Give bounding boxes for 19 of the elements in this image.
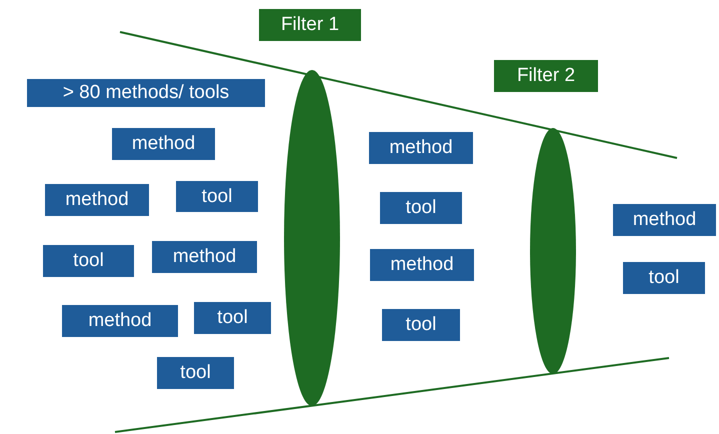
item-label: > 80 methods/ tools — [27, 79, 265, 107]
item-label: tool — [623, 262, 705, 294]
item-label: tool — [157, 357, 234, 389]
item-label: method — [370, 249, 474, 281]
item-label: tool — [194, 302, 271, 334]
item-label: method — [45, 184, 149, 216]
filter-label: Filter 1 — [259, 9, 361, 41]
item-label: method — [152, 241, 257, 273]
item-label: tool — [380, 192, 462, 224]
item-label: method — [613, 204, 716, 236]
filter-label: Filter 2 — [494, 60, 598, 92]
item-label: method — [112, 128, 215, 160]
item-label: tool — [43, 245, 134, 277]
item-label: tool — [382, 309, 460, 341]
filter-ellipse — [284, 70, 340, 406]
item-label: method — [62, 305, 178, 337]
filter-ellipse — [530, 128, 576, 374]
item-label: tool — [176, 181, 258, 212]
item-label: method — [369, 132, 473, 164]
